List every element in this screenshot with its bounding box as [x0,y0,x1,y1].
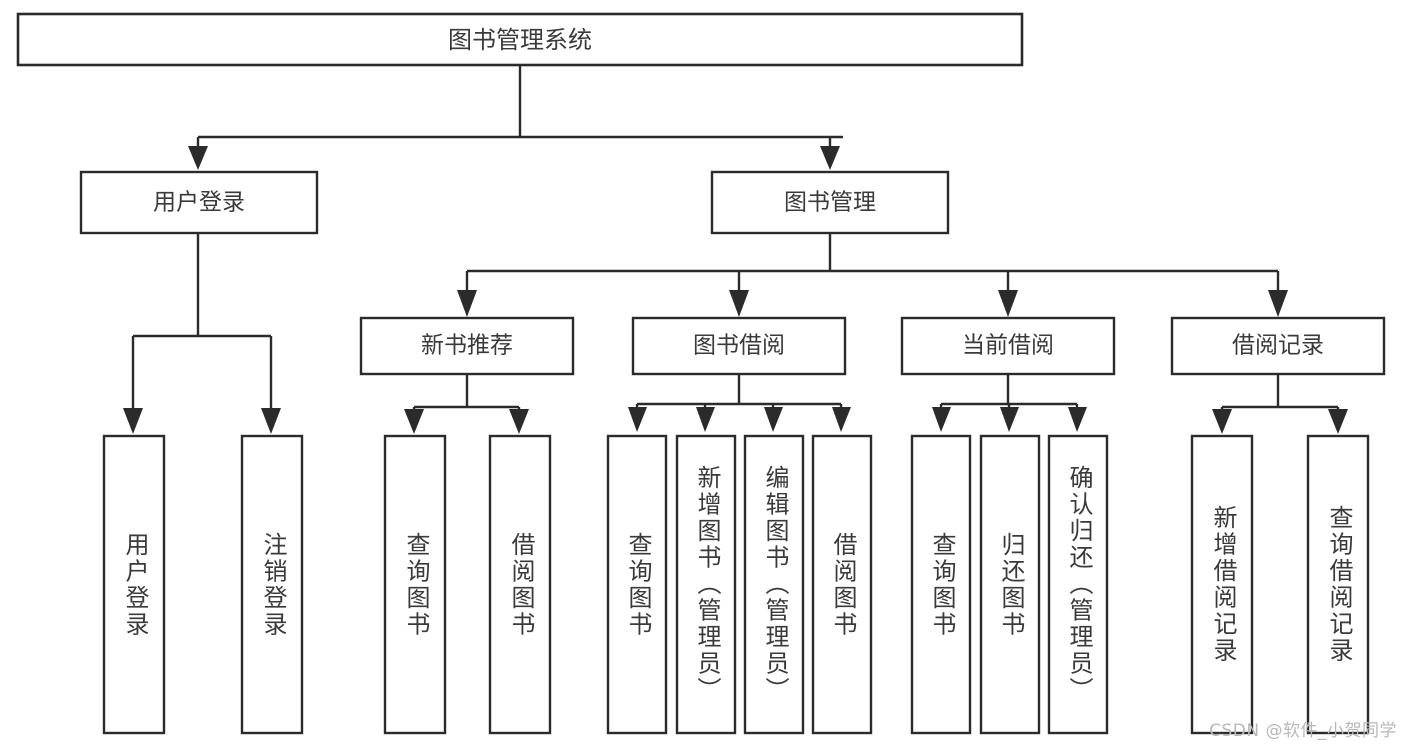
arrowhead-new-book-recommend [457,290,477,317]
arrowhead-leaf-edit-book [764,407,783,432]
arrowhead-leaf-confirm-return [1068,407,1087,432]
leaf-box-add-book[interactable] [675,434,737,735]
arrowhead-leaf-user-login [123,408,143,434]
node-book-management-box[interactable] [710,170,950,235]
leaf-boxes-group [102,434,1370,735]
arrowhead-current-borrow [998,290,1018,317]
arrowhead-book-borrow [729,290,749,317]
arrowhead-book-management [820,146,840,170]
leaf-box-add-record[interactable] [1190,434,1254,735]
node-root-box[interactable] [16,12,1024,67]
node-borrow-record[interactable]: 借阅记录 [1170,316,1386,376]
arrowhead-user-login [188,146,208,170]
node-book-borrow[interactable]: 图书借阅 [631,316,847,376]
arrowhead-leaf-add-book [696,407,715,432]
arrowhead-leaf-query-book-3 [932,407,951,432]
leaf-box-query-book-1[interactable] [383,434,447,735]
connector-group-user-login [123,233,281,434]
leaf-box-edit-book[interactable] [743,434,805,735]
leaf-box-query-book-3[interactable] [910,434,972,735]
node-borrow-record-label: 借阅记录 [1232,333,1324,359]
leaf-box-borrow-book-2[interactable] [811,434,873,735]
node-current-borrow-label: 当前借阅 [962,333,1054,359]
leaf-box-return-book[interactable] [979,434,1041,735]
arrowhead-leaf-return-book [1000,407,1019,432]
leaf-box-logout-login[interactable] [240,434,304,735]
csdn-watermark: CSDN @软件_小贺同学 [1209,721,1397,741]
arrowhead-leaf-add-record [1212,409,1232,434]
node-new-book-recommend-label: 新书推荐 [421,333,513,359]
arrowhead-leaf-query-record [1328,409,1348,434]
connector-group-root [188,66,843,170]
connector-group-book-management [457,233,1288,317]
node-book-management-label: 图书管理 [784,190,876,216]
leaf-box-borrow-book-1[interactable] [488,434,552,735]
node-root-label: 图书管理系统 [448,26,592,54]
leaf-box-confirm-return[interactable] [1047,434,1109,735]
leaf-box-query-book-2[interactable] [606,434,668,735]
leaf-box-query-record[interactable] [1306,434,1370,735]
node-user-login-label: 用户登录 [153,190,245,216]
arrowhead-leaf-borrow-book-1 [509,409,529,434]
node-new-book-recommend[interactable]: 新书推荐 [359,316,575,376]
arrowhead-borrow-record [1268,290,1288,317]
arrowhead-leaf-logout-login [261,408,281,434]
connector-group-current-borrow [932,374,1087,432]
node-borrow-record-box[interactable] [1170,316,1386,376]
node-user-login[interactable]: 用户登录 [79,170,319,235]
leaf-box-user-login[interactable] [102,434,166,735]
connector-group-borrow-record [1212,374,1348,434]
arrowhead-leaf-borrow-book-2 [832,407,851,432]
node-book-borrow-box[interactable] [631,316,847,376]
node-root[interactable]: 图书管理系统 [16,12,1024,67]
node-current-borrow[interactable]: 当前借阅 [900,316,1116,376]
node-book-borrow-label: 图书借阅 [693,333,785,359]
connector-group-new-book-recommend [404,374,529,434]
node-new-book-recommend-box[interactable] [359,316,575,376]
arrowhead-leaf-query-book-2 [628,407,647,432]
node-user-login-box[interactable] [79,170,319,235]
node-book-management[interactable]: 图书管理 [710,170,950,235]
connector-group-book-borrow [628,374,851,432]
arrowhead-leaf-query-book-1 [404,409,424,434]
node-current-borrow-box[interactable] [900,316,1116,376]
